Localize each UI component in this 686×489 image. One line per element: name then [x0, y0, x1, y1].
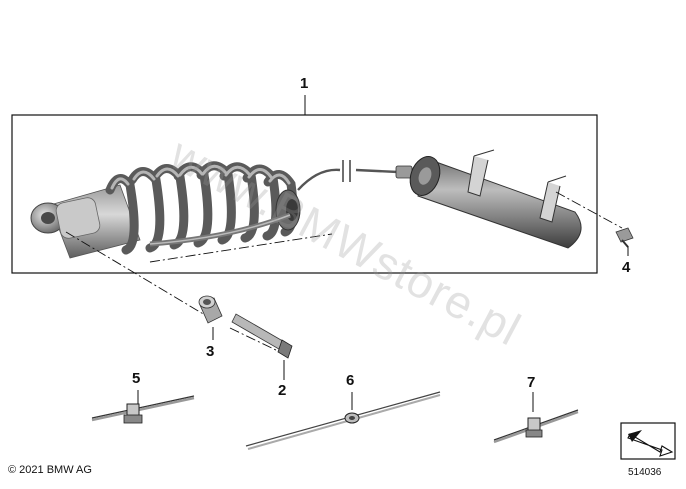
document-number: 514036 — [628, 467, 662, 478]
reservoir-canister — [409, 149, 582, 249]
part-5-cable-tie — [91, 395, 195, 424]
callout-1: 1 — [300, 75, 309, 92]
callout-5: 5 — [132, 370, 141, 387]
callout-4: 4 — [622, 259, 631, 276]
callout-6: 6 — [346, 372, 355, 389]
part-6-cable-strap — [245, 391, 441, 450]
part-2-bolt — [231, 313, 293, 359]
part-4-screw — [615, 227, 634, 248]
hydraulic-hose — [297, 168, 399, 191]
view-direction-arrow-icon — [620, 422, 676, 460]
callout-7: 7 — [527, 374, 536, 391]
part-7-cable-tie — [493, 409, 579, 444]
center-lines — [65, 191, 623, 353]
shock-absorber — [30, 161, 301, 259]
copyright-text: © 2021 BMW AG — [8, 464, 92, 476]
callout-3: 3 — [206, 343, 215, 360]
part-3-sleeve — [198, 295, 223, 324]
callout-2: 2 — [278, 382, 287, 399]
